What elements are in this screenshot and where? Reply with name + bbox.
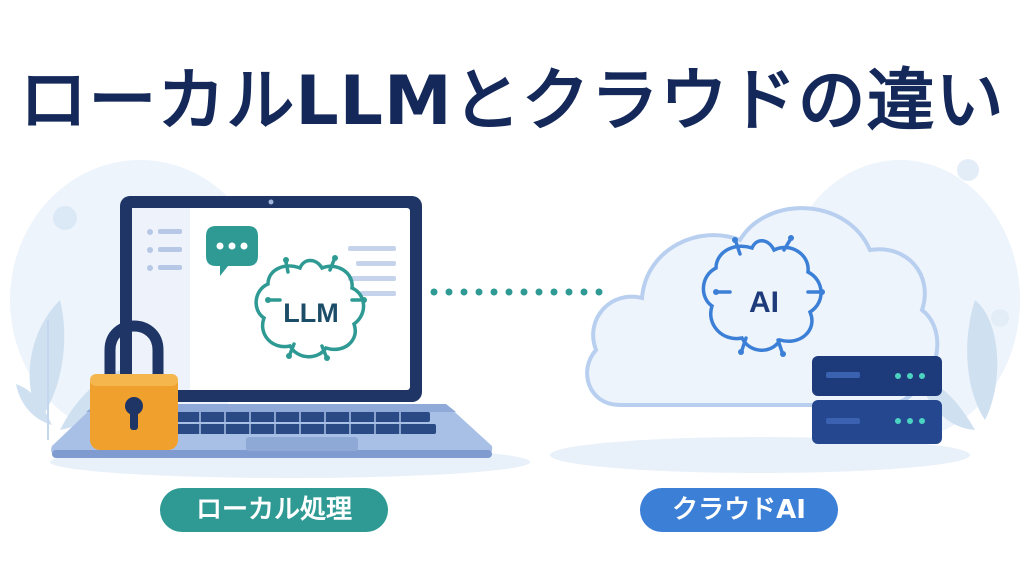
local-processing-badge: ローカル処理 [160, 488, 388, 532]
brain-nodes-local [265, 255, 367, 361]
server-icon [812, 356, 942, 444]
brain-icon-cloud [701, 238, 823, 354]
cloud-ai-badge: クラウドAI [640, 488, 838, 532]
chat-bubble-icon [206, 226, 258, 276]
dotted-connector [430, 288, 603, 296]
page-title: ローカルLLMとクラウドの違い [19, 62, 1005, 141]
brain-nodes-cloud [713, 235, 825, 357]
brain-label-cloud: AI [749, 286, 779, 319]
padlock-icon [90, 320, 178, 450]
brain-icon-local [254, 258, 366, 359]
brain-label-local: LLM [283, 298, 338, 328]
